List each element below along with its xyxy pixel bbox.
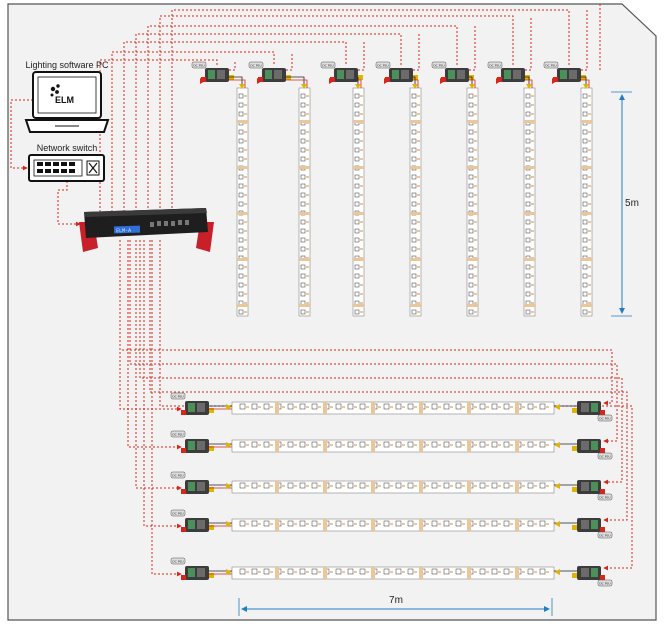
svg-text:DC PSU: DC PSU [489, 64, 500, 68]
led-strip-icon [523, 87, 536, 317]
height-label: 5m [625, 198, 639, 209]
power-injector-icon [181, 401, 214, 415]
power-injector-icon [181, 518, 214, 532]
laptop-icon: ELM [24, 71, 110, 133]
power-injector-icon [201, 68, 234, 82]
power-injector-icon [572, 401, 605, 415]
height-dimension [611, 91, 632, 317]
svg-text:DC PSU: DC PSU [433, 64, 444, 68]
svg-text:DC PSU: DC PSU [193, 64, 204, 68]
svg-text:DC PSU: DC PSU [377, 64, 388, 68]
power-supply-tag: DC PSU [597, 531, 613, 539]
power-supply-tag: DC PSU [170, 430, 186, 438]
vertical-strips: DC PSU DC PSU DC PSU DC PSU DC PSU DC PSU DC P… [191, 61, 593, 317]
power-supply-tag: DC PSU [431, 61, 447, 69]
led-strip-icon [231, 401, 555, 415]
power-injector-icon [441, 68, 474, 82]
power-supply-tag: DC PSU [248, 61, 264, 69]
led-strip-icon [231, 439, 555, 453]
power-supply-tag: DC PSU [375, 61, 391, 69]
horizontal-strips: DC PSU DC PSU DC PSU DC PSU DC PSU DC PSU DC P… [170, 392, 613, 587]
power-injector-icon [181, 439, 214, 453]
power-supply-tag: DC PSU [320, 61, 336, 69]
led-strip-icon [236, 87, 249, 317]
controller-display: ELM-A [116, 228, 131, 234]
svg-text:DC PSU: DC PSU [599, 417, 610, 421]
power-supply-tag: DC PSU [487, 61, 503, 69]
power-supply-tag: DC PSU [170, 509, 186, 517]
svg-text:DC PSU: DC PSU [545, 64, 556, 68]
led-strip-icon [352, 87, 365, 317]
pc-logo-text: ELM [55, 95, 74, 105]
svg-text:DC PSU: DC PSU [250, 64, 261, 68]
data-wiring [10, 4, 633, 577]
svg-text:DC PSU: DC PSU [599, 455, 610, 459]
led-strip-icon [298, 87, 311, 317]
led-strip-icon [231, 566, 555, 580]
led-strip-icon [466, 87, 479, 317]
power-supply-tag: DC PSU [170, 392, 186, 400]
power-injector-icon [572, 566, 605, 580]
power-injector-icon [258, 68, 291, 82]
power-supply-tag: DC PSU [170, 471, 186, 479]
power-injector-icon [572, 480, 605, 494]
power-supply-tag: DC PSU [597, 493, 613, 501]
power-supply-tag: DC PSU [597, 452, 613, 460]
power-supply-tag: DC PSU [191, 61, 207, 69]
power-injector-icon [181, 480, 214, 494]
led-strip-icon [580, 87, 593, 317]
svg-text:DC PSU: DC PSU [172, 433, 183, 437]
svg-text:DC PSU: DC PSU [599, 534, 610, 538]
power-supply-tag: DC PSU [597, 414, 613, 422]
elm-logo-icon: ELM [50, 84, 74, 105]
power-injector-icon [330, 68, 363, 82]
power-injector-icon [572, 439, 605, 453]
power-supply-tag: DC PSU [543, 61, 559, 69]
svg-text:DC PSU: DC PSU [172, 395, 183, 399]
pc-label: Lighting software PC [25, 60, 109, 70]
power-injector-icon [553, 68, 586, 82]
power-supply-tag: DC PSU [170, 557, 186, 565]
svg-text:DC PSU: DC PSU [322, 64, 333, 68]
power-injector-icon [497, 68, 530, 82]
power-injector-icon [385, 68, 418, 82]
svg-text:DC PSU: DC PSU [172, 512, 183, 516]
svg-text:DC PSU: DC PSU [599, 582, 610, 586]
svg-text:DC PSU: DC PSU [172, 560, 183, 564]
led-strip-icon [231, 480, 555, 494]
width-dimension [238, 598, 553, 616]
switch-label: Network switch [37, 143, 98, 153]
power-injector-icon [181, 566, 214, 580]
svg-text:DC PSU: DC PSU [172, 474, 183, 478]
svg-text:DC PSU: DC PSU [599, 496, 610, 500]
power-injector-icon [572, 518, 605, 532]
background-panel [7, 3, 657, 621]
controller-icon: ELM-A [79, 208, 214, 252]
led-strip-icon [409, 87, 422, 317]
led-strip-icon [231, 518, 555, 532]
power-supply-tag: DC PSU [597, 579, 613, 587]
width-label: 7m [389, 595, 403, 606]
network-switch-icon [28, 154, 105, 182]
